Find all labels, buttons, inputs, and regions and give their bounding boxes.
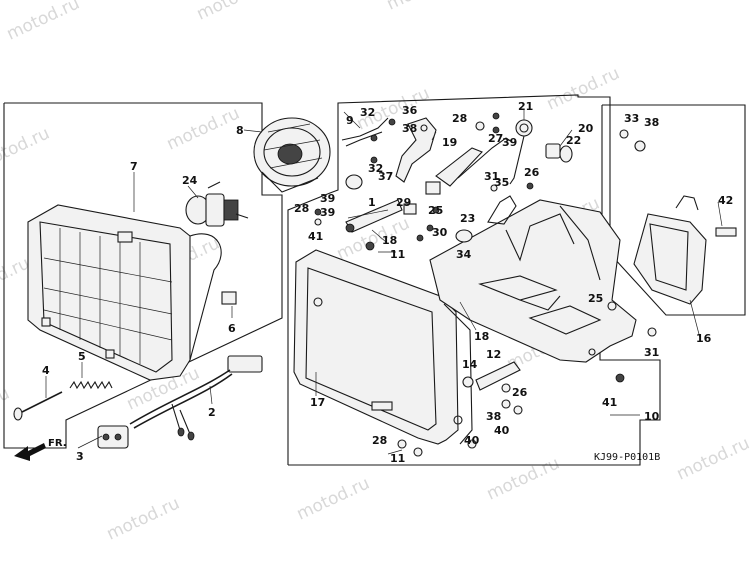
label-12: 12 [486, 348, 501, 361]
label-31: 31 [484, 170, 499, 183]
label-22: 24 [182, 174, 198, 187]
label-5: 5 [78, 350, 86, 363]
leader-lines [45, 110, 723, 455]
watermark-text: motod.ru [384, 0, 463, 15]
label-28a: 28 [452, 112, 467, 125]
label-19: 20 [578, 122, 594, 135]
label-17: 18 [382, 234, 397, 247]
label-28b: 28 [294, 202, 309, 215]
label-11a: 11 [390, 248, 405, 261]
fr-label: FR. [48, 438, 67, 449]
headlight-unit [27, 204, 222, 381]
label-4: 4 [42, 364, 50, 377]
diagram-code: KJ99-P0101B [594, 452, 660, 463]
label-10: 10 [644, 410, 660, 423]
socket-23-34 [455, 195, 517, 243]
label-6: 6 [228, 322, 236, 335]
label-2: 2 [208, 406, 216, 419]
label-28c: 28 [372, 434, 387, 447]
arm-12 [475, 361, 521, 391]
adjuster-arm [345, 137, 513, 233]
watermark-text: motod.ru [294, 473, 373, 524]
label-23: 23 [460, 212, 475, 225]
label-16: 18 [474, 330, 489, 343]
label-36a: 36 [402, 104, 418, 117]
label-25: 26 [524, 166, 540, 179]
label-26b: 26 [512, 386, 528, 399]
wire-harness [97, 355, 263, 449]
socket-19-20 [545, 143, 573, 163]
screw-4 [13, 391, 63, 421]
label-40: 40 [494, 424, 510, 437]
control-unit-14 [633, 195, 737, 305]
headlight-stay [429, 199, 637, 363]
label-24: 25 [428, 204, 443, 217]
label-35: 35 [494, 176, 509, 189]
label-1: 1 [368, 196, 376, 209]
watermark-text: motod.ru [104, 493, 183, 544]
label-3: 3 [76, 450, 84, 463]
bulb-socket-small [345, 174, 363, 190]
label-38a: 38 [402, 122, 417, 135]
spring-5 [69, 380, 113, 390]
label-26: 25 [588, 292, 603, 305]
label-27: 27 [488, 132, 503, 145]
front-direction-arrow [14, 443, 46, 461]
watermark-text: motod.ru [544, 63, 623, 114]
label-41b: 41 [602, 396, 617, 409]
watermark-text: motod.ru [574, 0, 653, 5]
label-20: 22 [566, 134, 581, 147]
label-42: 42 [718, 194, 733, 207]
label-33: 33 [624, 112, 639, 125]
label-41a: 41 [308, 230, 323, 243]
label-38d: 38 [486, 410, 501, 423]
headlight-bulb [185, 181, 249, 227]
watermark-text: motod.ru [0, 123, 53, 174]
label-36b: 37 [378, 170, 393, 183]
part-6-clip [221, 291, 237, 305]
label-29b: 32 [368, 162, 383, 175]
label-39b: 40 [464, 434, 480, 447]
label-11b: 11 [390, 452, 405, 465]
label-29a: 32 [360, 106, 375, 119]
label-32b: 30 [432, 226, 448, 239]
watermark-text: motod.ru [0, 383, 13, 434]
label-13: 14 [462, 358, 478, 371]
watermark-text: motod.ru [194, 0, 273, 25]
label-37: 38 [644, 116, 659, 129]
part-number-labels: 7 8 24 6 5 4 2 3 FR. 9 32 36 38 32 37 19… [42, 100, 733, 465]
watermark-text: motod.ru [164, 103, 243, 154]
label-14: 16 [696, 332, 712, 345]
watermark-text: motod.ru [674, 433, 753, 484]
bracket-18 [395, 117, 437, 183]
label-21: 21 [518, 100, 533, 113]
dust-cover [253, 117, 331, 193]
watermark-text: motod.ru [484, 453, 563, 504]
fasteners [314, 112, 657, 457]
label-7: 7 [130, 160, 138, 173]
label-8: 8 [236, 124, 244, 137]
label-30: 31 [644, 346, 659, 359]
label-38b: 39 [502, 136, 517, 149]
label-34: 34 [456, 248, 472, 261]
lens-pattern [43, 228, 173, 364]
adjust-knob-21 [509, 119, 533, 185]
label-38c: 39 [320, 206, 335, 219]
watermark-text: motod.ru [4, 0, 83, 45]
label-15: 17 [310, 396, 325, 409]
headlight-case [293, 249, 473, 445]
label-18: 19 [442, 136, 457, 149]
label-32a: 29 [396, 196, 411, 209]
label-39a: 39 [320, 192, 335, 205]
label-9: 9 [346, 114, 354, 127]
